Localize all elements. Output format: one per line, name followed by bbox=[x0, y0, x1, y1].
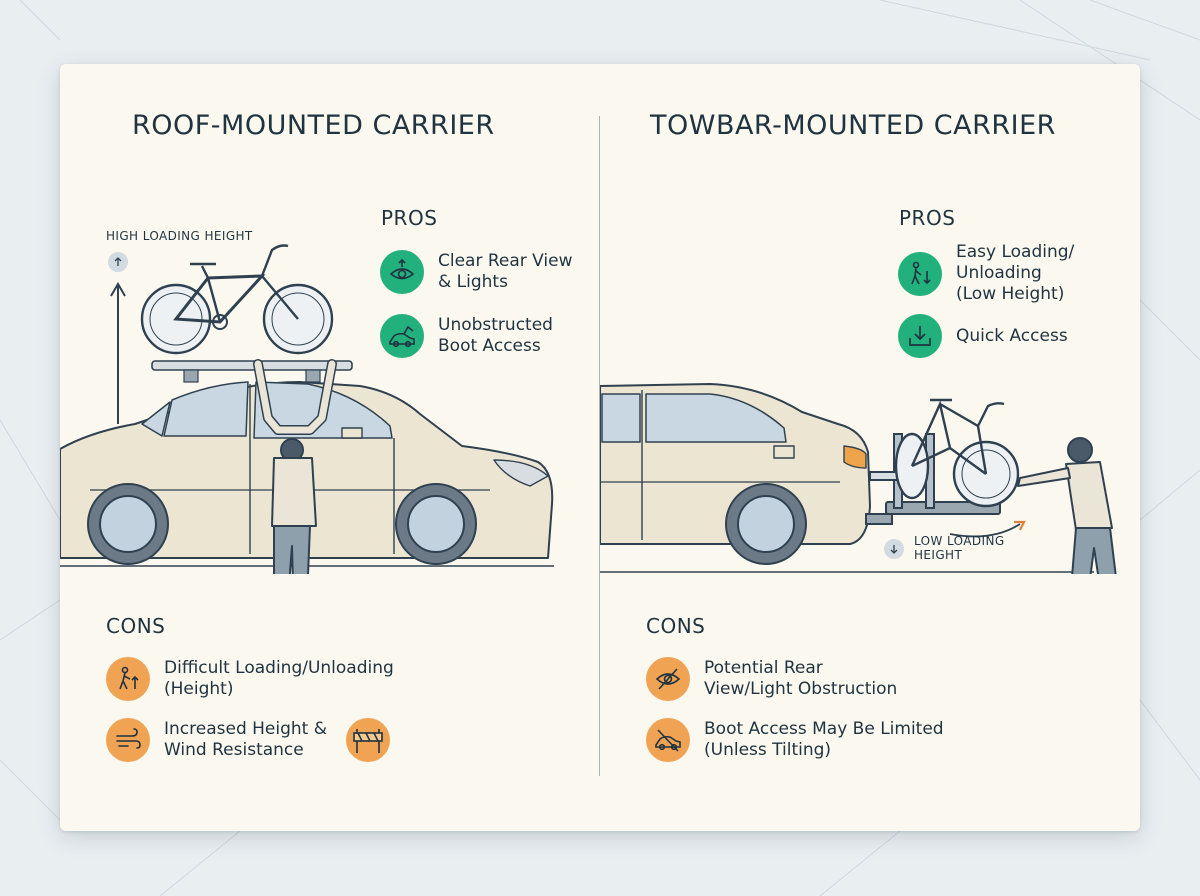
towbar-pro-label: Easy Loading/ Unloading (Low Height) bbox=[956, 242, 1075, 304]
eye-arrow-icon bbox=[380, 250, 424, 294]
barrier-icon bbox=[346, 718, 390, 762]
towbar-cons-heading: CONS bbox=[646, 614, 706, 638]
roof-rack bbox=[151, 360, 353, 383]
roof-pro-item: Unobstructed Boot Access bbox=[380, 314, 553, 358]
towbar-con-label: Potential Rear View/Light Obstruction bbox=[704, 658, 898, 699]
wind-icon bbox=[106, 718, 150, 762]
roof-car-illustration bbox=[60, 244, 554, 574]
roof-con-item: Increased Height & Wind Resistance bbox=[106, 718, 327, 762]
person-lifting-icon bbox=[106, 657, 150, 701]
roof-pros-heading: PROS bbox=[381, 206, 438, 230]
towbar-con-item: Boot Access May Be Limited (Unless Tilti… bbox=[646, 718, 944, 762]
roof-pro-item: Clear Rear View & Lights bbox=[380, 250, 573, 294]
towbar-con-label: Boot Access May Be Limited (Unless Tilti… bbox=[704, 719, 944, 760]
person-loading bbox=[1017, 437, 1117, 574]
towbar-pro-item: Quick Access bbox=[898, 314, 1068, 358]
roof-bicycle bbox=[140, 244, 334, 355]
download-arrow-icon bbox=[898, 314, 942, 358]
eye-crossed-icon bbox=[646, 657, 690, 701]
roof-pro-label: Clear Rear View & Lights bbox=[438, 251, 573, 292]
slide-arrow bbox=[949, 523, 1021, 538]
towbar-pro-item: Easy Loading/ Unloading (Low Height) bbox=[898, 242, 1074, 305]
towbar-car-illustration bbox=[600, 383, 1117, 574]
towbar-height-note: LOW LOADING HEIGHT bbox=[914, 534, 1005, 562]
roof-con-label: Increased Height & Wind Resistance bbox=[164, 719, 327, 760]
open-boot-icon bbox=[380, 314, 424, 358]
roof-pro-label: Unobstructed Boot Access bbox=[438, 315, 553, 356]
sedan-car bbox=[600, 383, 871, 565]
towbar-title: TOWBAR-MOUNTED CARRIER bbox=[650, 110, 1056, 141]
height-arrow bbox=[110, 282, 126, 424]
roof-con-label: Difficult Loading/Unloading (Height) bbox=[164, 658, 394, 699]
up-arrow-icon bbox=[108, 252, 128, 272]
roof-cons-heading: CONS bbox=[106, 614, 166, 638]
roof-height-note: HIGH LOADING HEIGHT bbox=[106, 229, 253, 243]
roof-con-item: Difficult Loading/Unloading (Height) bbox=[106, 657, 394, 701]
towbar-con-item: Potential Rear View/Light Obstruction bbox=[646, 657, 897, 701]
towbar-pros-heading: PROS bbox=[899, 206, 956, 230]
roof-title: ROOF-MOUNTED CARRIER bbox=[132, 110, 495, 141]
towbar-pro-label: Quick Access bbox=[956, 325, 1068, 346]
person-loading-icon bbox=[898, 252, 942, 296]
boot-crossed-icon bbox=[646, 718, 690, 762]
towbar-bicycle bbox=[894, 398, 1020, 508]
comparison-card: ROOF-MOUNTED CARRIER HIGH LOADING HEIGHT bbox=[60, 64, 1140, 831]
person-lifting bbox=[253, 359, 337, 574]
down-arrow-icon bbox=[884, 539, 904, 559]
